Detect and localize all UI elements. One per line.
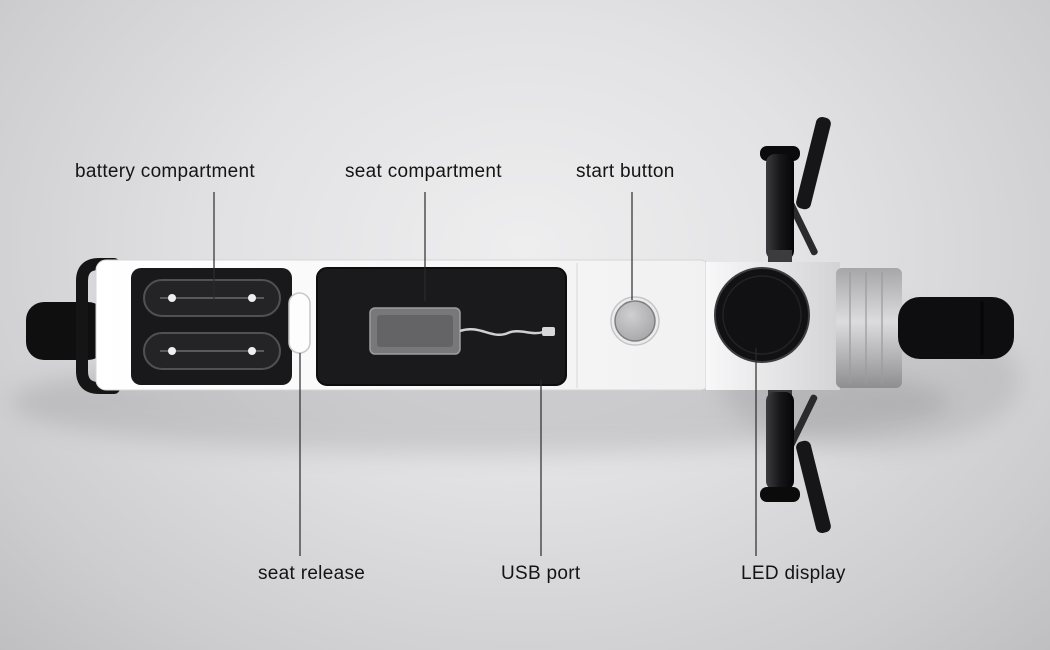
handlebar-grip-top <box>760 146 800 266</box>
handlebar-grip-bottom <box>760 386 800 502</box>
label-battery-compartment: battery compartment <box>75 161 255 182</box>
brake-lever-top <box>787 116 831 256</box>
brake-lever-bottom <box>787 394 831 534</box>
front-axle <box>898 297 1014 359</box>
seat-release-button <box>288 292 311 354</box>
rear-axle <box>26 302 106 360</box>
label-seat-compartment: seat compartment <box>345 161 502 182</box>
usb-connector <box>542 327 555 336</box>
stem-joint <box>836 268 902 388</box>
battery-compartment <box>131 268 292 385</box>
usb-cable <box>459 328 544 336</box>
label-seat-release: seat release <box>258 563 366 584</box>
label-usb-port: USB port <box>501 563 581 584</box>
label-start-button: start button <box>576 161 675 182</box>
seat-compartment <box>316 267 567 386</box>
led-display <box>714 267 810 363</box>
start-button <box>610 296 660 346</box>
label-led-display: LED display <box>741 563 846 584</box>
rear-bracket <box>76 258 120 394</box>
battery-cell-1 <box>143 279 281 317</box>
battery-cell-2 <box>143 332 281 370</box>
